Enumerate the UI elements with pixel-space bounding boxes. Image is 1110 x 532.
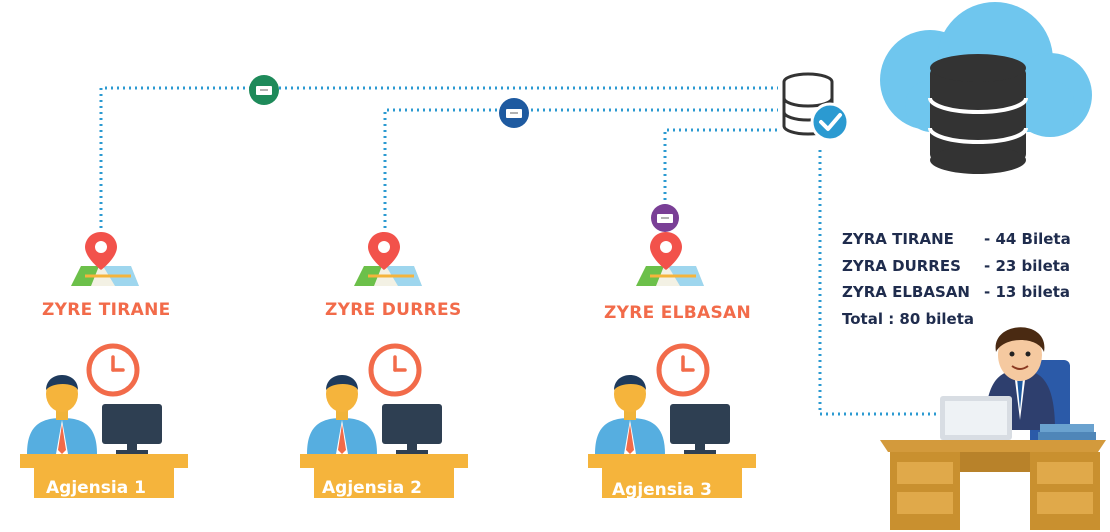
office-label-tirane: ZYRE TIRANE xyxy=(42,300,171,320)
summary-total: Total : 80 bileta xyxy=(842,309,975,328)
manager-at-desk xyxy=(880,327,1106,530)
database-icon xyxy=(928,54,1028,174)
map-pin-icon xyxy=(69,232,141,288)
summary-row: ZYRA TIRANE - 44 Bileta xyxy=(842,226,1071,253)
map-pin-icon xyxy=(634,232,706,288)
agency-label-3: Agjensia 3 xyxy=(612,480,712,500)
summary-count: - 13 bileta xyxy=(984,283,1071,301)
check-icon xyxy=(810,102,850,142)
clock-icon xyxy=(89,346,137,394)
summary-office: ZYRA ELBASAN xyxy=(842,283,970,301)
office-label-elbasan: ZYRE ELBASAN xyxy=(604,303,752,323)
summary-count: - 44 Bileta xyxy=(984,230,1071,248)
summary-row: ZYRA DURRES - 23 bileta xyxy=(842,253,1071,280)
ticket-icon xyxy=(249,75,279,105)
ticket-icon xyxy=(499,98,529,128)
clock-icon xyxy=(659,346,707,394)
ticket-summary: ZYRA TIRANE - 44 Bileta ZYRA DURRES - 23… xyxy=(842,226,1071,332)
agency-label-2: Agjensia 2 xyxy=(322,478,422,498)
connector-lines xyxy=(99,86,945,416)
summary-office: ZYRA DURRES xyxy=(842,256,961,275)
summary-office: ZYRA TIRANE xyxy=(842,230,954,248)
ticket-icon xyxy=(651,204,679,232)
map-pin-icon xyxy=(352,232,424,288)
summary-count: - 23 bileta xyxy=(984,256,1071,275)
agency-label-1: Agjensia 1 xyxy=(46,478,146,498)
office-label-durres: ZYRE DURRES xyxy=(325,300,462,320)
clock-icon xyxy=(371,346,419,394)
summary-row: ZYRA ELBASAN - 13 bileta xyxy=(842,279,1071,306)
